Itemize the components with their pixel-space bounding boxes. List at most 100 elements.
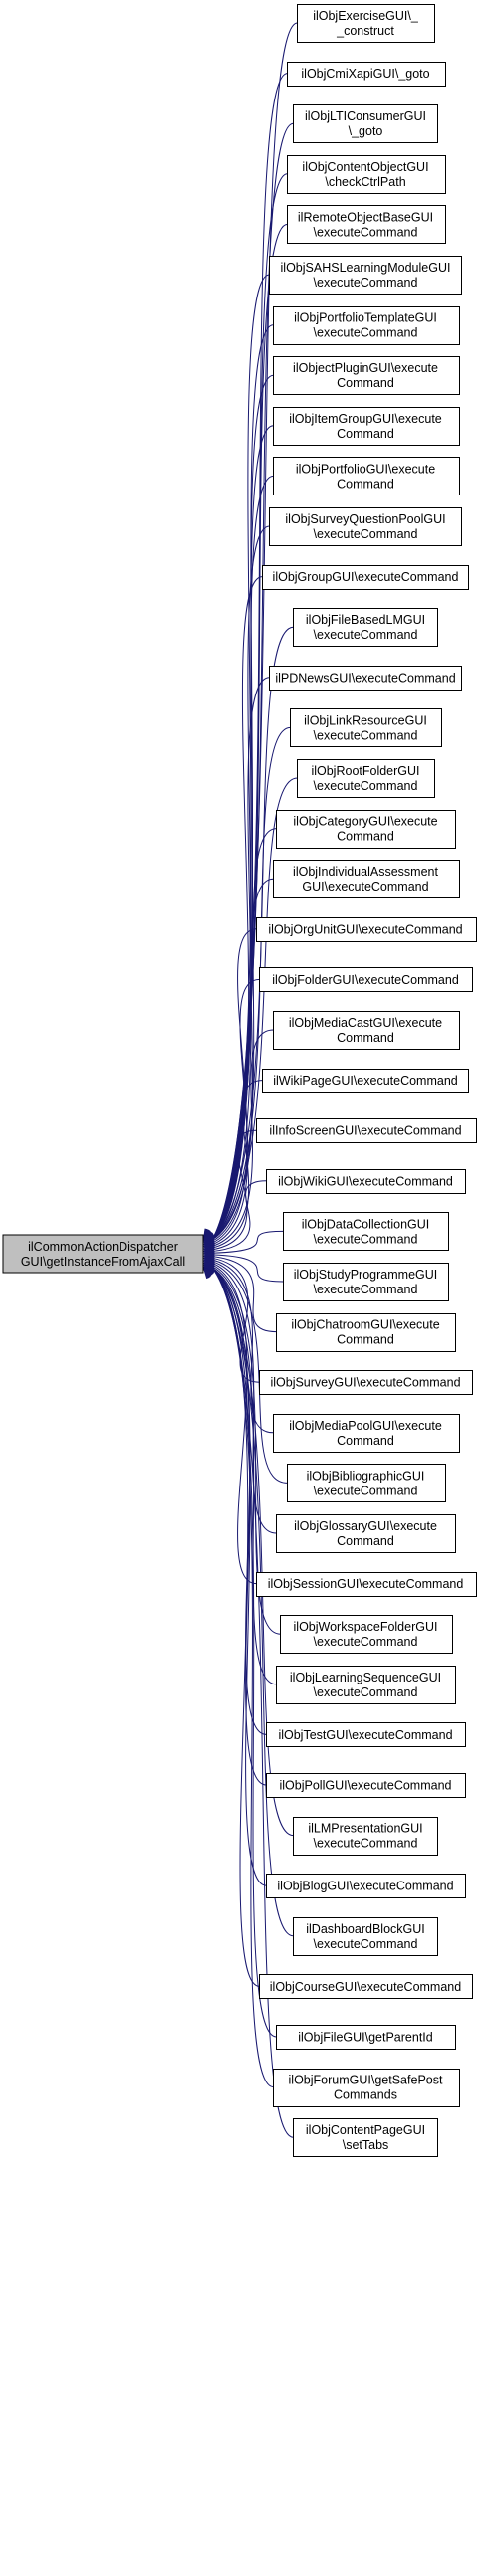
caller-node[interactable]: ilInfoScreenGUI\executeCommand xyxy=(256,1118,477,1143)
caller-node[interactable]: ilObjectPluginGUI\executeCommand xyxy=(273,356,460,395)
caller-node-box xyxy=(273,1414,460,1453)
node-label-line: ilObjectPluginGUI\execute xyxy=(293,361,438,375)
caller-node-box xyxy=(273,356,460,395)
caller-node[interactable]: ilObjFolderGUI\executeCommand xyxy=(259,967,473,992)
caller-node[interactable]: ilObjMediaPoolGUI\executeCommand xyxy=(273,1414,460,1453)
caller-node[interactable]: ilObjLTIConsumerGUI\_goto xyxy=(293,104,438,143)
node-label-line: \checkCtrlPath xyxy=(325,175,405,189)
caller-node[interactable]: ilObjRootFolderGUI\executeCommand xyxy=(297,759,435,798)
caller-node-box xyxy=(276,810,456,849)
caller-node[interactable]: ilObjPortfolioTemplateGUI\executeCommand xyxy=(273,306,460,345)
caller-node-box xyxy=(262,1069,469,1093)
caller-node-box xyxy=(259,967,473,992)
caller-node[interactable]: ilDashboardBlockGUI\executeCommand xyxy=(293,1917,438,1956)
caller-node[interactable]: ilObjDataCollectionGUI\executeCommand xyxy=(283,1212,449,1251)
caller-node[interactable]: ilObjOrgUnitGUI\executeCommand xyxy=(256,917,477,942)
node-label-line: \executeCommand xyxy=(314,326,418,340)
caller-node-box xyxy=(273,306,460,345)
caller-node[interactable]: ilObjFileBasedLMGUI\executeCommand xyxy=(293,608,438,647)
node-label-line: Command xyxy=(337,1534,394,1548)
caller-node[interactable]: ilObjWikiGUI\executeCommand xyxy=(266,1169,466,1194)
node-label-line: ilLMPresentationGUI xyxy=(308,1822,422,1836)
caller-node[interactable]: ilObjLearningSequenceGUI\executeCommand xyxy=(276,1666,456,1704)
call-edge xyxy=(211,1267,277,1685)
call-edge xyxy=(211,677,270,1241)
call-edge xyxy=(211,1230,284,1254)
caller-node[interactable]: ilObjSurveyGUI\executeCommand xyxy=(259,1370,473,1395)
caller-node[interactable]: ilObjContentObjectGUI\checkCtrlPath xyxy=(287,155,446,194)
node-label-line: \executeCommand xyxy=(314,779,418,793)
call-edge xyxy=(211,1267,267,1735)
caller-node[interactable]: ilObjBibliographicGUI\executeCommand xyxy=(287,1464,446,1502)
caller-node[interactable]: ilObjCourseGUI\executeCommand xyxy=(259,1974,473,1999)
node-label-line: ilObjRootFolderGUI xyxy=(311,764,419,778)
caller-node-box xyxy=(266,1874,466,1898)
caller-node[interactable]: ilObjFileGUI\getParentId xyxy=(276,2025,456,2050)
call-edge xyxy=(211,1029,274,1247)
caller-node[interactable]: ilObjSAHSLearningModuleGUI\executeComman… xyxy=(269,256,462,295)
caller-node[interactable]: ilObjContentPageGUI\setTabs xyxy=(293,2118,438,2157)
caller-node-box xyxy=(273,2069,460,2107)
node-label-line: \setTabs xyxy=(343,2138,389,2152)
caller-node[interactable]: ilObjPortfolioGUI\executeCommand xyxy=(273,457,460,495)
node-label-line: ilObjWikiGUI\executeCommand xyxy=(278,1174,453,1188)
caller-node[interactable]: ilRemoteObjectBaseGUI\executeCommand xyxy=(287,205,446,244)
node-label-line: Command xyxy=(337,1333,394,1347)
focus-node[interactable]: ilCommonActionDispatcherGUI\getInstanceF… xyxy=(2,1234,204,1274)
node-label-line: ilObjCategoryGUI\execute xyxy=(293,815,437,829)
caller-node[interactable]: ilObjBlogGUI\executeCommand xyxy=(266,1874,466,1898)
node-label-line: ilObjLTIConsumerGUI xyxy=(305,109,426,123)
node-label-line: ilObjPollGUI\executeCommand xyxy=(280,1779,452,1793)
node-label-line: Commands xyxy=(334,2088,397,2102)
caller-node[interactable]: ilObjCmiXapiGUI\_goto xyxy=(287,62,446,87)
caller-node[interactable]: ilObjTestGUI\executeCommand xyxy=(266,1722,466,1747)
caller-node-box xyxy=(287,62,446,87)
caller-node-box xyxy=(273,1011,460,1050)
caller-node[interactable]: ilObjGlossaryGUI\executeCommand xyxy=(276,1514,456,1553)
caller-node[interactable]: ilObjWorkspaceFolderGUI\executeCommand xyxy=(280,1615,453,1654)
node-label-line: ilObjGlossaryGUI\execute xyxy=(294,1519,437,1533)
caller-node-box xyxy=(287,155,446,194)
caller-node[interactable]: ilLMPresentationGUI\executeCommand xyxy=(293,1817,438,1856)
node-label-line: \executeCommand xyxy=(314,527,418,541)
caller-node[interactable]: ilObjSurveyQuestionPoolGUI\executeComman… xyxy=(269,507,462,546)
caller-node-box xyxy=(273,860,460,898)
caller-node[interactable]: ilObjPollGUI\executeCommand xyxy=(266,1773,466,1798)
caller-node-box xyxy=(280,1615,453,1654)
caller-node[interactable]: ilObjSessionGUI\executeCommand xyxy=(256,1572,477,1597)
call-edge xyxy=(211,1254,284,1283)
caller-node[interactable]: ilObjExerciseGUI\__construct xyxy=(297,4,435,43)
call-edge xyxy=(211,878,274,1242)
caller-node-box xyxy=(273,457,460,495)
call-edge xyxy=(211,475,274,1241)
node-label-line: ilObjDataCollectionGUI xyxy=(302,1217,430,1231)
caller-node[interactable]: ilWikiPageGUI\executeCommand xyxy=(262,1069,469,1093)
node-label-line: ilRemoteObjectBaseGUI xyxy=(298,210,433,224)
node-label-line: Command xyxy=(337,1434,394,1448)
node-label-line: ilObjFolderGUI\executeCommand xyxy=(272,973,459,987)
caller-node-box xyxy=(259,1974,473,1999)
node-label-line: ilWikiPageGUI\executeCommand xyxy=(273,1074,458,1088)
call-edges xyxy=(202,22,298,2138)
node-label-line: ilObjSAHSLearningModuleGUI xyxy=(281,261,451,275)
caller-node[interactable]: ilObjCategoryGUI\executeCommand xyxy=(276,810,456,849)
caller-node[interactable]: ilObjLinkResourceGUI\executeCommand xyxy=(290,708,442,747)
call-edge xyxy=(211,726,291,1241)
caller-node[interactable]: ilObjItemGroupGUI\executeCommand xyxy=(273,407,460,446)
node-label-line: ilObjChatroomGUI\execute xyxy=(291,1318,439,1332)
caller-node[interactable]: ilObjStudyProgrammeGUI\executeCommand xyxy=(283,1263,449,1301)
call-edge xyxy=(211,828,277,1241)
caller-node[interactable]: ilObjGroupGUI\executeCommand xyxy=(262,565,469,590)
caller-node-box xyxy=(287,1464,446,1502)
caller-node[interactable]: ilPDNewsGUI\executeCommand xyxy=(269,666,462,691)
caller-node[interactable]: ilObjIndividualAssessmentGUI\executeComm… xyxy=(273,860,460,898)
node-label-line: ilObjFileBasedLMGUI xyxy=(306,613,425,627)
caller-node[interactable]: ilObjMediaCastGUI\executeCommand xyxy=(273,1011,460,1050)
node-label-line: Command xyxy=(337,477,394,491)
node-label-line: \executeCommand xyxy=(314,276,418,290)
node-label-line: Command xyxy=(337,427,394,441)
caller-node-box xyxy=(293,2118,438,2157)
caller-node[interactable]: ilObjChatroomGUI\executeCommand xyxy=(276,1313,456,1352)
